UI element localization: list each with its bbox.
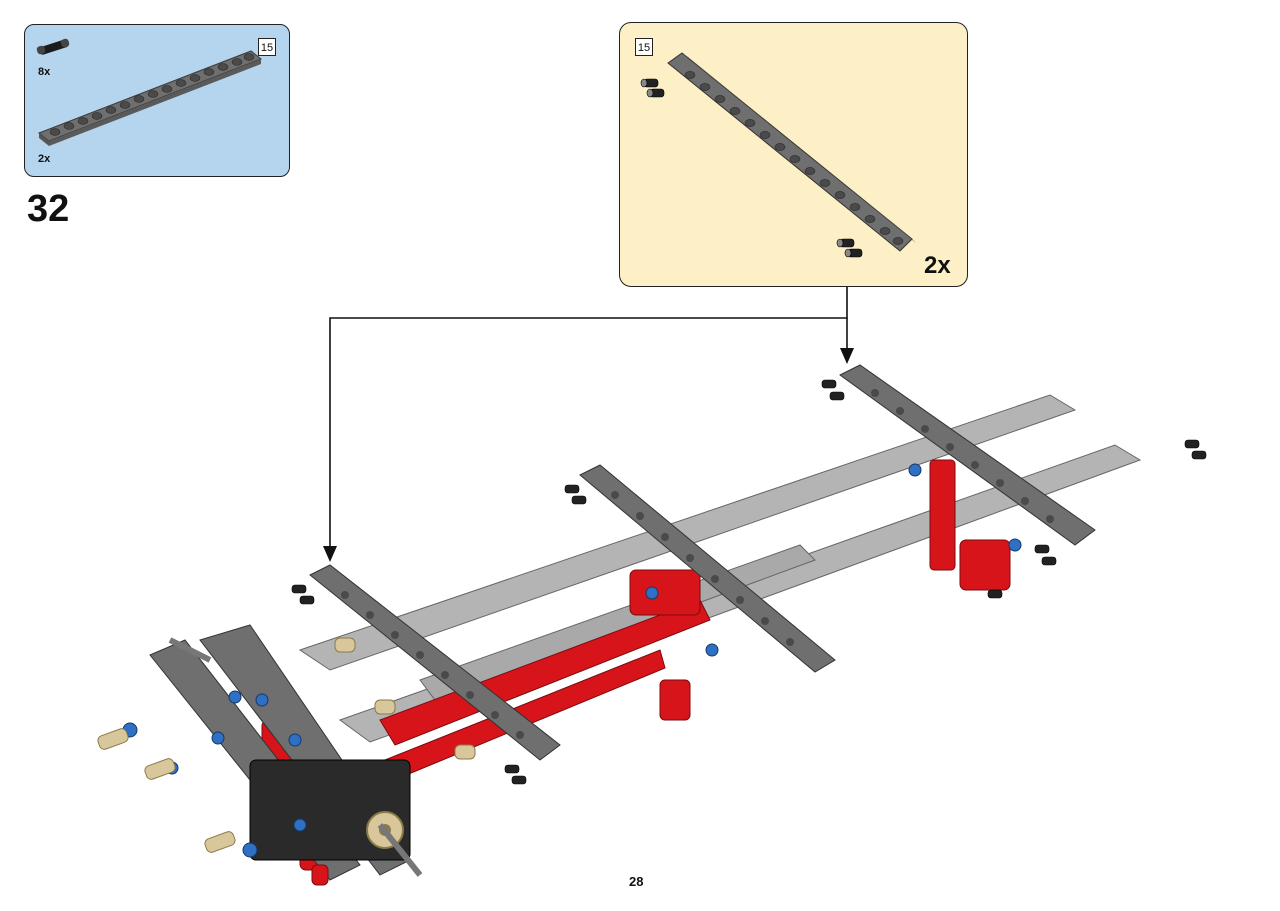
- pin-connector-quantity: 8x: [38, 66, 51, 78]
- subassembly-callout: 15 2x: [619, 22, 968, 287]
- tan-pins: [97, 637, 476, 853]
- subassembly-illustration: [640, 52, 916, 258]
- beam-15-with-pins-icon: [640, 52, 916, 258]
- front-gear-assembly: [168, 637, 423, 877]
- arrow-head-right-icon: [840, 348, 854, 364]
- cross-beam-holes: [341, 389, 1054, 739]
- parts-list-callout: 8x 2x 15: [24, 24, 290, 177]
- beam-15-icon: [38, 50, 262, 146]
- subassembly-length-badge: 15: [635, 38, 653, 56]
- page-number: 28: [629, 874, 644, 889]
- red-pin: [311, 864, 329, 886]
- parts-list-illustration: [36, 38, 262, 146]
- black-pins: [291, 379, 1207, 785]
- pin-pair-top-icon: [640, 78, 665, 98]
- pin-pair-bottom-icon: [836, 238, 863, 258]
- subassembly-quantity: 2x: [924, 252, 951, 279]
- arrow-head-left-icon: [323, 546, 337, 562]
- placement-arrows: [329, 287, 848, 548]
- beam-length-badge: 15: [258, 38, 276, 56]
- pin-connector-icon: [36, 38, 70, 55]
- beam-15-quantity: 2x: [38, 153, 51, 165]
- step-number: 32: [27, 188, 70, 230]
